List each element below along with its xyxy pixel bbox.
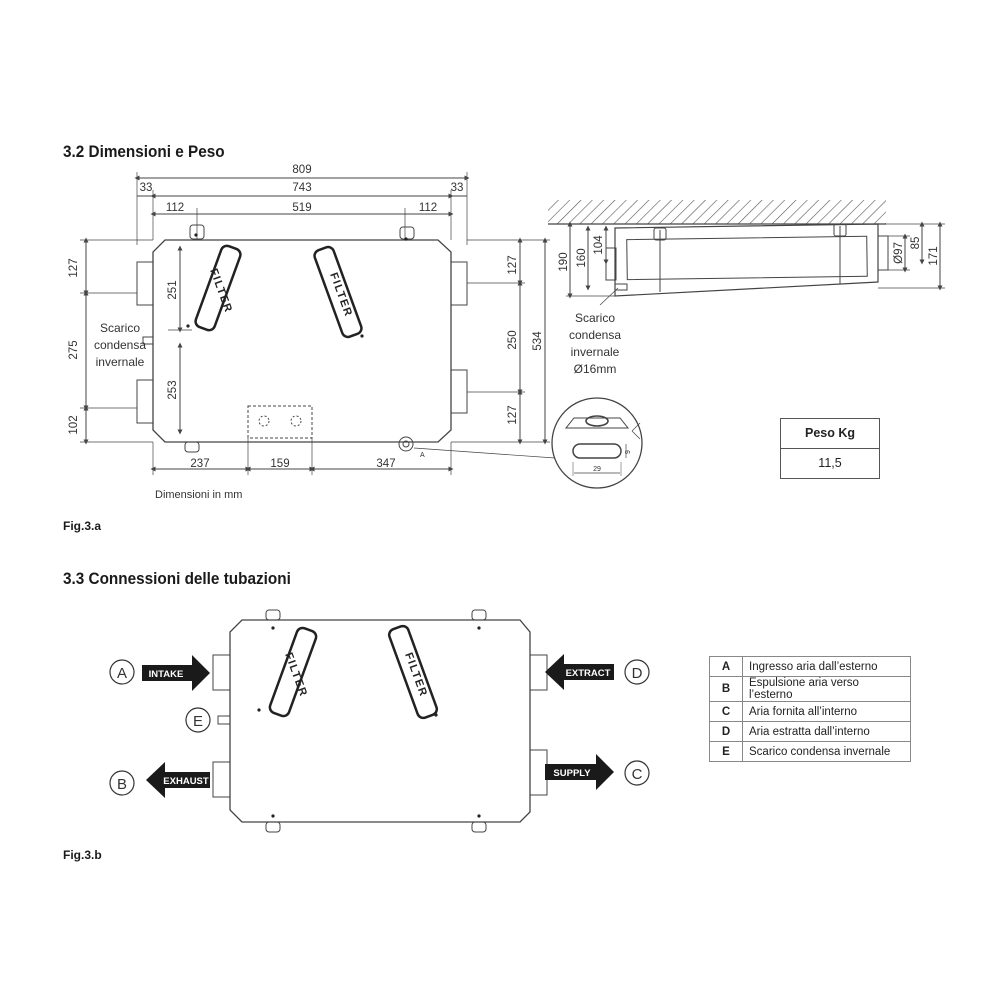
dim-inner-width: 743 bbox=[292, 182, 311, 194]
side-dim-190: 190 bbox=[558, 252, 570, 271]
port-d-letter: D bbox=[632, 665, 643, 682]
side-dim-104: 104 bbox=[593, 235, 605, 255]
drain-point-label: A bbox=[420, 452, 425, 459]
port-b-letter: B bbox=[117, 776, 127, 793]
dim-left-top: 127 bbox=[68, 258, 80, 277]
filter-right-fig-a bbox=[313, 245, 363, 339]
supply-label: SUPPLY bbox=[553, 768, 591, 779]
dim-bracket-right: 112 bbox=[419, 202, 437, 214]
port-a bbox=[109, 659, 135, 685]
dim-bottom-mid: 159 bbox=[270, 458, 289, 470]
drain-note-front: Scarico condensa invernale bbox=[93, 321, 147, 369]
section-title-dimensions: 3.2 Dimensioni e Peso bbox=[63, 142, 225, 161]
exhaust-arrow: EXHAUST bbox=[146, 762, 210, 798]
port-e bbox=[185, 707, 211, 733]
extract-label: EXTRACT bbox=[566, 668, 611, 679]
filter-left-fig-a bbox=[194, 244, 242, 332]
side-dim-171: 171 bbox=[928, 246, 940, 265]
supply-arrow: SUPPLY bbox=[545, 754, 614, 790]
side-dim-85: 85 bbox=[910, 237, 922, 250]
exhaust-label: EXHAUST bbox=[163, 776, 209, 787]
intake-label: INTAKE bbox=[149, 669, 184, 680]
section-title-connections: 3.3 Connessioni delle tubazioni bbox=[63, 569, 291, 588]
intake-arrow: INTAKE bbox=[142, 655, 210, 691]
dim-right-offset: 33 bbox=[451, 182, 464, 194]
filter-right-fig-b bbox=[387, 624, 439, 720]
port-c-letter: C bbox=[632, 766, 643, 783]
dim-left-mid: 275 bbox=[68, 340, 80, 359]
dim-left-bottom: 102 bbox=[68, 415, 80, 434]
figure-label-b: Fig.3.b bbox=[63, 848, 102, 862]
side-dim-97: Ø97 bbox=[893, 242, 905, 264]
units-note: Dimensioni in mm bbox=[155, 489, 243, 501]
drain-note-side: Scarico condensa invernale Ø16mm bbox=[568, 311, 622, 376]
dim-right-top: 127 bbox=[507, 255, 519, 274]
port-a-letter: A bbox=[117, 665, 127, 682]
dim-bottom-left: 237 bbox=[190, 458, 209, 470]
side-view bbox=[548, 200, 945, 306]
weight-value: 11,5 bbox=[818, 456, 842, 470]
figure-label-a: Fig.3.a bbox=[63, 519, 102, 533]
dim-inner-top: 251 bbox=[167, 280, 179, 299]
dim-bracket-left: 112 bbox=[166, 202, 184, 214]
drain-detail bbox=[551, 397, 643, 489]
dim-right-mid: 250 bbox=[507, 330, 519, 349]
extract-arrow: EXTRACT bbox=[545, 654, 614, 690]
port-b bbox=[109, 770, 135, 796]
port-c bbox=[624, 760, 650, 786]
detail-width: 29 bbox=[593, 466, 601, 473]
filter-left-fig-b bbox=[268, 626, 318, 718]
detail-height: 9 bbox=[625, 450, 632, 454]
dim-bracket-span: 519 bbox=[292, 202, 311, 214]
dim-inner-bottom: 253 bbox=[167, 380, 179, 399]
dim-left-offset: 33 bbox=[140, 182, 153, 194]
weight-box: Peso Kg 11,5 bbox=[780, 418, 880, 479]
dim-total-height: 534 bbox=[532, 331, 544, 351]
connections-view bbox=[212, 609, 548, 833]
dim-overall-width: 809 bbox=[292, 164, 311, 176]
dim-bottom-right: 347 bbox=[376, 458, 395, 470]
weight-header: Peso Kg bbox=[781, 419, 879, 449]
port-d bbox=[624, 659, 650, 685]
dim-right-bottom: 127 bbox=[507, 405, 519, 424]
port-e-letter: E bbox=[193, 713, 203, 730]
side-dim-160: 160 bbox=[576, 248, 588, 267]
